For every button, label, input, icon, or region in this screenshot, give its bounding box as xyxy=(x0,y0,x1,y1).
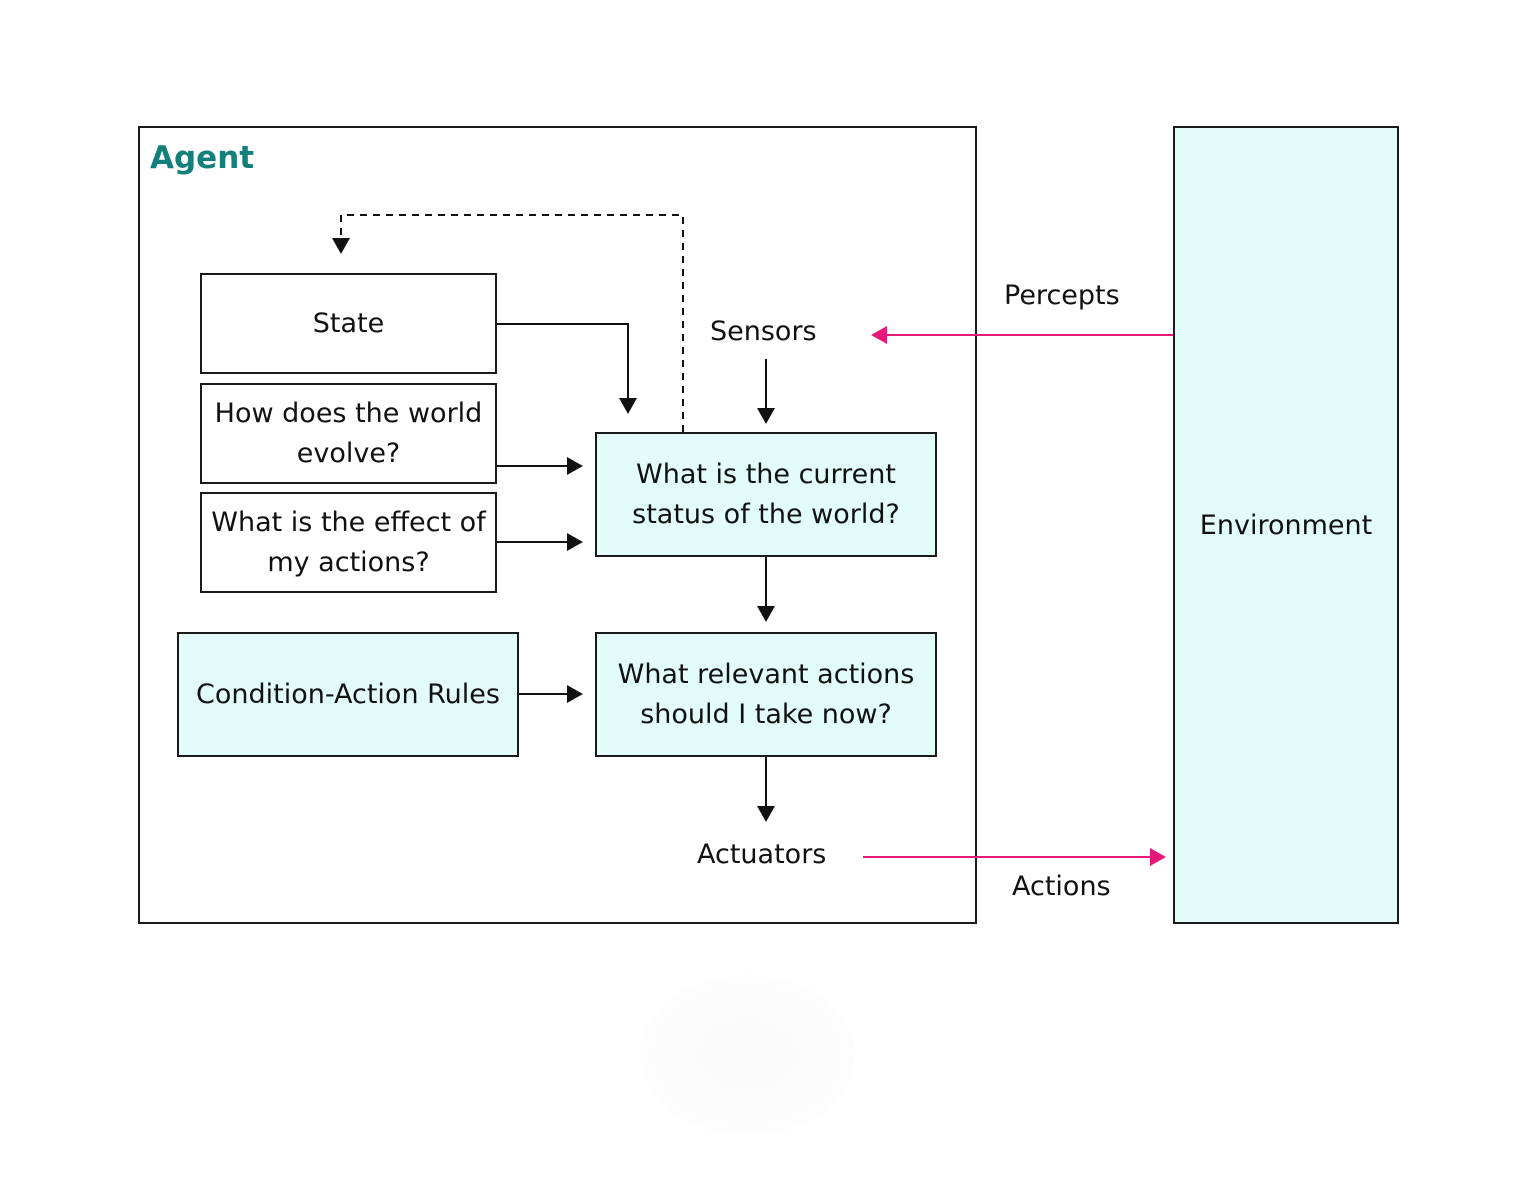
evolve-to-status-arrow xyxy=(497,457,583,475)
action-effect-box: What is the effect of my actions? xyxy=(200,492,497,593)
actions-label: Actions xyxy=(1012,871,1111,902)
environment-frame: Environment xyxy=(1173,126,1399,924)
status-to-actions-arrow xyxy=(757,557,775,622)
condition-action-rules-box: Condition-Action Rules xyxy=(177,632,519,757)
state-box-label: State xyxy=(312,307,385,339)
status-feedback-dashed-arrow xyxy=(332,214,684,432)
background-smudge xyxy=(640,975,855,1135)
environment-label: Environment xyxy=(1199,509,1373,541)
actions-arrow xyxy=(863,848,1166,866)
sensors-label: Sensors xyxy=(710,316,817,347)
action-effect-box-label: What is the effect of my actions? xyxy=(211,506,486,578)
current-status-box: What is the current status of the world? xyxy=(595,432,937,557)
percepts-arrow xyxy=(871,326,1173,344)
percepts-label: Percepts xyxy=(1004,280,1120,311)
rules-to-actions-arrow xyxy=(519,685,583,703)
state-to-status-arrow xyxy=(497,323,637,414)
effect-to-status-arrow xyxy=(497,533,583,551)
relevant-actions-box-label: What relevant actions should I take now? xyxy=(617,658,915,730)
sensors-to-status-arrow xyxy=(757,359,775,424)
world-evolve-box: How does the world evolve? xyxy=(200,383,497,484)
relevant-actions-box: What relevant actions should I take now? xyxy=(595,632,937,757)
actuators-label: Actuators xyxy=(697,839,827,870)
agent-title: Agent xyxy=(150,140,255,176)
condition-action-rules-label: Condition-Action Rules xyxy=(196,678,500,710)
world-evolve-box-label: How does the world evolve? xyxy=(214,397,483,469)
current-status-box-label: What is the current status of the world? xyxy=(632,458,900,530)
state-box: State xyxy=(200,273,497,374)
actions-to-actuators-arrow xyxy=(757,757,775,822)
